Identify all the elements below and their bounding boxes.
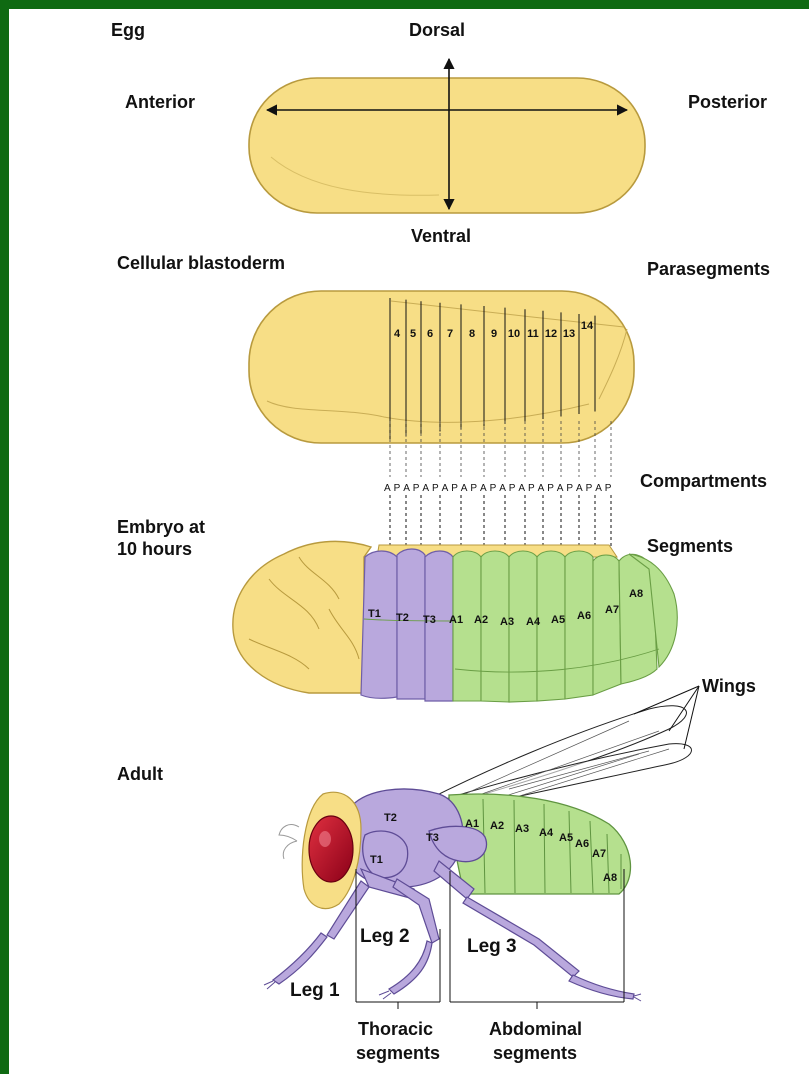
blastoderm-outline: [249, 291, 634, 443]
dorsal-label: Dorsal: [409, 20, 465, 41]
adult-label: Adult: [117, 764, 163, 785]
compartment-letter: P: [605, 483, 612, 494]
adult-segment-label: A4: [539, 827, 554, 839]
embryo-label-line1: Embryo at: [117, 517, 205, 538]
adult-segment-label: A3: [515, 823, 529, 835]
embryo-segment-label: A5: [551, 614, 565, 626]
embryo-segment-label: A7: [605, 604, 619, 616]
embryo-thorax: [361, 549, 453, 701]
adult-segment-label: A5: [559, 832, 573, 844]
adult-segment-label: A8: [603, 872, 617, 884]
adult-segment-label: T2: [384, 812, 397, 824]
adult-segment-label: A6: [575, 838, 589, 850]
compartment-letter: P: [490, 483, 497, 494]
compartments-label: Compartments: [640, 471, 767, 492]
compartment-letter: P: [586, 483, 593, 494]
embryo-segment-label: A6: [577, 610, 591, 622]
parasegment-number: 5: [410, 328, 416, 340]
compartment-letter: P: [509, 483, 516, 494]
ventral-label: Ventral: [411, 226, 471, 247]
compartment-letter: A: [499, 483, 506, 494]
compartment-letter: P: [566, 483, 573, 494]
parasegment-number: 7: [447, 328, 453, 340]
thoracic-label-line1: Thoracic: [358, 1019, 433, 1040]
embryo-label-line2: 10 hours: [117, 539, 192, 560]
compartment-letter: A: [384, 483, 391, 494]
compartment-letter: A: [557, 483, 564, 494]
compartment-letter: P: [413, 483, 420, 494]
egg-outline: [249, 78, 645, 213]
compartment-letter: P: [451, 483, 458, 494]
parasegment-number: 12: [545, 328, 557, 340]
adult-segment-label: T3: [426, 832, 439, 844]
cellular-blastoderm-label: Cellular blastoderm: [117, 253, 285, 274]
abdominal-label-line2: segments: [493, 1043, 577, 1064]
wings-label: Wings: [702, 676, 756, 697]
parasegment-number: 14: [581, 320, 594, 332]
parasegment-number: 4: [394, 328, 401, 340]
embryo-segment-label: A1: [449, 614, 463, 626]
embryo-segment-label: A3: [500, 616, 514, 628]
adult-segment-label: T1: [370, 854, 383, 866]
embryo-segment-label: A4: [526, 616, 541, 628]
parasegment-number: 10: [508, 328, 520, 340]
embryo-abdomen: [453, 551, 677, 702]
parasegment-number: 8: [469, 328, 475, 340]
compartment-letter: A: [595, 483, 602, 494]
embryo-segment-label: T2: [396, 612, 409, 624]
adult-segment-label: A1: [465, 818, 479, 830]
compartment-letter: A: [461, 483, 468, 494]
abdominal-label-line1: Abdominal: [489, 1019, 582, 1040]
compartment-letter: P: [528, 483, 535, 494]
leg3-label: Leg 3: [467, 936, 517, 957]
compartment-letter: A: [422, 483, 429, 494]
parasegment-number: 9: [491, 328, 497, 340]
embryo-segment-label: T3: [423, 614, 436, 626]
posterior-label: Posterior: [688, 92, 767, 113]
leg2-label: Leg 2: [360, 926, 410, 947]
embryo-segment-label: T1: [368, 608, 381, 620]
compartment-letter: A: [480, 483, 487, 494]
embryo-segment-label: A8: [629, 588, 643, 600]
segments-label: Segments: [647, 536, 733, 557]
adult-segment-label: A2: [490, 820, 504, 832]
compartment-letter: A: [538, 483, 545, 494]
parasegment-number: 6: [427, 328, 433, 340]
compartment-letter: A: [442, 483, 449, 494]
parasegment-number: 13: [563, 328, 575, 340]
compartment-letter: P: [432, 483, 439, 494]
anterior-label: Anterior: [125, 92, 195, 113]
parasegment-number: 11: [527, 328, 539, 340]
compartment-letter: P: [394, 483, 401, 494]
compartment-letter: A: [403, 483, 410, 494]
compartment-letter: A: [576, 483, 583, 494]
compartment-letter: A: [518, 483, 525, 494]
fly-head: [279, 792, 361, 908]
leg1-label: Leg 1: [290, 980, 340, 1001]
compartment-letter: P: [547, 483, 554, 494]
adult-segment-label: A7: [592, 848, 606, 860]
compartment-letter: P: [470, 483, 477, 494]
embryo-segment-label: A2: [474, 614, 488, 626]
parasegments-label: Parasegments: [647, 259, 770, 280]
fly-eye: [309, 816, 353, 882]
egg-label: Egg: [111, 20, 145, 41]
thoracic-label-line2: segments: [356, 1043, 440, 1064]
